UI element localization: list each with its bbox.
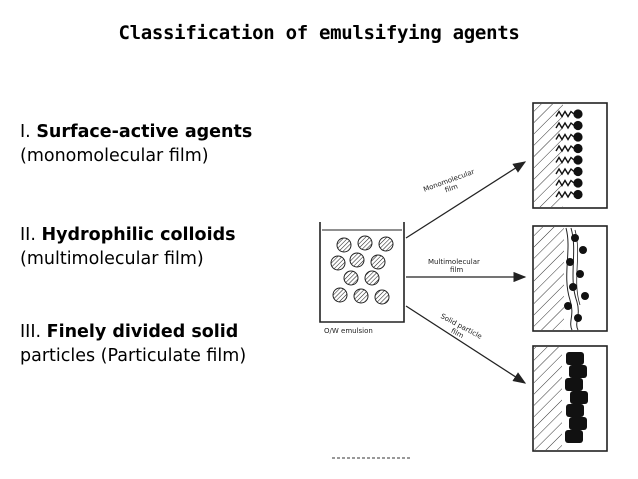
surfactant-head: [573, 155, 583, 165]
oil-droplet: [364, 270, 380, 286]
colloid-particle: [574, 314, 582, 322]
surfactant-tail: [555, 144, 575, 153]
slide-title: Classification of emulsifying agents: [118, 22, 520, 44]
surfactant-tail: [555, 121, 575, 130]
label-multimolecular-line2: film: [450, 266, 463, 274]
surfactant-tail: [555, 179, 575, 187]
oil-droplet: [370, 254, 386, 270]
colloid-particle: [569, 283, 577, 291]
beaker-label: O/W emulsion: [324, 327, 373, 335]
item-number: III.: [20, 322, 42, 342]
oil-droplet: [336, 237, 352, 253]
colloid-particles: [564, 234, 589, 322]
solid-particle: [570, 391, 588, 404]
solid-particle: [566, 352, 584, 365]
oil-droplet: [353, 288, 369, 304]
solid-particle: [569, 365, 587, 378]
item-heading: Finely divided solid: [46, 322, 239, 342]
surfactant-tail: [555, 110, 575, 118]
surfactant-head: [573, 189, 583, 200]
surfactant-tail: [555, 156, 575, 164]
oil-droplet: [349, 252, 365, 268]
surfactant-head: [573, 166, 583, 177]
arrow-to-particulate: [405, 305, 527, 384]
monomolecular-film-panel: [532, 102, 608, 209]
particulate-film-panel: [532, 345, 608, 452]
item-heading: Hydrophilic colloids: [41, 225, 236, 245]
surfactant-head: [573, 120, 583, 131]
oil-droplet: [378, 236, 394, 252]
solid-particle: [566, 404, 584, 417]
item-number: I.: [20, 122, 31, 142]
surfactant-molecules: [555, 109, 583, 200]
item-subtext: (monomolecular film): [20, 146, 209, 166]
colloid-particle: [571, 234, 579, 242]
oil-droplet: [357, 235, 373, 251]
solid-particle: [569, 417, 587, 430]
item-subtext: particles (Particulate film): [20, 346, 247, 366]
surfactant-head: [573, 109, 583, 119]
surfactant-head: [573, 143, 583, 154]
list-item-surface-active: I. Surface-active agents (monomolecular …: [20, 120, 252, 168]
solid-particle: [565, 430, 583, 443]
oil-droplet: [330, 255, 346, 271]
list-item-solid-particles: III. Finely divided solid particles (Par…: [20, 320, 246, 368]
colloid-particle: [581, 292, 589, 300]
solid-particle: [565, 378, 583, 391]
oil-droplet: [332, 287, 348, 303]
surfactant-head: [573, 132, 583, 142]
surfactant-tail: [555, 190, 575, 199]
oil-droplet: [374, 289, 390, 305]
surfactant-tail: [555, 167, 575, 176]
colloid-particle: [576, 270, 584, 278]
surfactant-head: [573, 178, 583, 188]
arrow-to-monomolecular: [405, 161, 527, 239]
list-item-hydrophilic-colloids: II. Hydrophilic colloids (multimolecular…: [20, 223, 236, 271]
beaker: [319, 222, 405, 323]
multimolecular-film-panel: [532, 225, 608, 332]
label-multimolecular-line1: Multimolecular: [428, 258, 480, 266]
colloid-particle: [566, 258, 574, 266]
item-subtext: (multimolecular film): [20, 249, 204, 269]
item-number: II.: [20, 225, 36, 245]
colloid-particle: [579, 246, 587, 254]
oil-droplets: [330, 235, 394, 305]
item-heading: Surface-active agents: [36, 122, 253, 142]
oil-droplet: [343, 270, 359, 286]
solid-particles: [565, 352, 588, 443]
colloid-particle: [564, 302, 572, 310]
surfactant-tail: [555, 133, 575, 141]
